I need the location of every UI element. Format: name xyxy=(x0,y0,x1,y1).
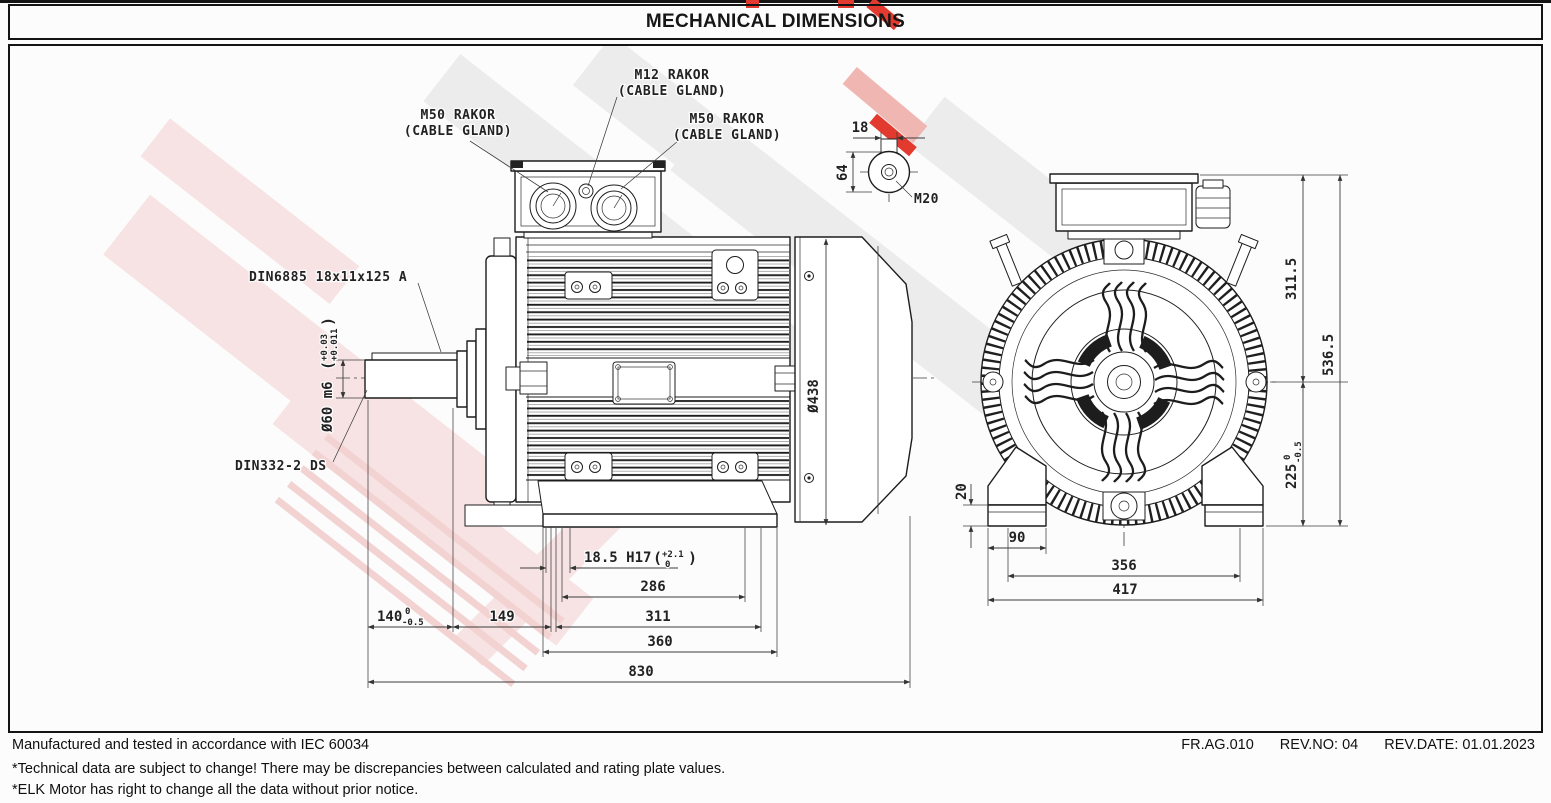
page-title: MECHANICAL DIMENSIONS xyxy=(645,11,906,32)
svg-text:0: 0 xyxy=(665,560,670,570)
svg-text:536.5: 536.5 xyxy=(1321,334,1337,376)
motor-front-view xyxy=(972,173,1276,548)
dim-pad-height: 20 xyxy=(953,482,972,501)
dimensions-front-view: 311.5 536.5 225 0 -0.5 20 90 356 417 xyxy=(953,174,1348,606)
fan-hub xyxy=(1070,328,1178,436)
svg-text:Ø60 m6: Ø60 m6 xyxy=(320,381,336,433)
terminal-box-front xyxy=(1049,173,1231,265)
title-bar: MECHANICAL DIMENSIONS xyxy=(8,4,1543,40)
dim-foot-slot: 18.5 H17 ( +2.1 0 ) xyxy=(583,548,699,572)
drawing-frame xyxy=(8,44,1543,733)
lifting-eye-left xyxy=(989,234,1023,287)
dim-frame-diameter: Ø438 xyxy=(805,378,824,415)
terminal-box xyxy=(510,160,666,239)
svg-text:0: 0 xyxy=(1283,455,1293,460)
svg-text:): ) xyxy=(688,549,697,567)
svg-text:(: ( xyxy=(653,549,662,567)
dim-center-to-top: 311.5 xyxy=(1283,257,1302,302)
svg-text:64: 64 xyxy=(835,164,851,181)
dim-key-width: 18 xyxy=(852,120,869,136)
dim-key-height: 64 xyxy=(834,163,853,182)
svg-text:-0.5: -0.5 xyxy=(1294,441,1304,463)
callout-thread-m20: M20 xyxy=(914,192,939,207)
svg-text:): ) xyxy=(319,317,337,326)
dimensions-side-view: M50 RAKOR (CABLE GLAND) M12 RAKOR (CABLE… xyxy=(234,67,911,688)
cable-gland-m50-left xyxy=(529,182,577,230)
dim-total-height: 536.5 xyxy=(1320,333,1339,378)
svg-text:+2.1: +2.1 xyxy=(662,550,684,560)
svg-text:(CABLE GLAND): (CABLE GLAND) xyxy=(404,124,512,139)
dim-pad-width: 90 xyxy=(1009,530,1026,546)
nameplate xyxy=(612,361,676,405)
callout-gland-left: M50 RAKOR xyxy=(421,108,496,123)
disclaimer-2: *ELK Motor has right to change all the d… xyxy=(12,782,419,798)
drain-boss xyxy=(1102,491,1146,521)
dim-149: 149 xyxy=(489,609,514,625)
dim-360: 360 xyxy=(647,634,672,650)
dim-total-length: 830 xyxy=(628,664,653,680)
dim-foot-holes: 286 xyxy=(640,579,665,595)
revision-number: REV.NO: 04 xyxy=(1279,737,1359,753)
dimensions-shaft-end: 18 64 M20 xyxy=(834,119,940,209)
svg-text:140: 140 xyxy=(377,609,402,625)
cable-gland-front xyxy=(1195,179,1231,229)
svg-text:Ø438: Ø438 xyxy=(806,379,822,414)
front-feet xyxy=(987,446,1264,527)
shaft xyxy=(364,328,487,430)
svg-text:20: 20 xyxy=(954,483,970,500)
dim-shaft-height: 225 0 -0.5 xyxy=(1282,440,1306,490)
svg-text:(: ( xyxy=(319,361,337,370)
lifting-eye-right xyxy=(1225,234,1259,287)
callout-center-hole: DIN332-2 DS xyxy=(235,459,327,474)
callout-gland-right: M50 RAKOR xyxy=(690,112,765,127)
end-shield xyxy=(464,237,552,527)
motor-side-view xyxy=(336,160,935,528)
cable-gland-m50-right xyxy=(590,184,638,232)
disclaimer-1: *Technical data are subject to change! T… xyxy=(12,761,726,777)
dim-front-width: 417 xyxy=(1112,582,1137,598)
svg-text:(CABLE GLAND): (CABLE GLAND) xyxy=(618,84,726,99)
dim-shaft-length: 140 0 -0.5 xyxy=(376,606,425,630)
dim-foot-length: 311 xyxy=(645,609,670,625)
document-number: FR.AG.010 xyxy=(1181,737,1254,753)
manufacture-note: Manufactured and tested in accordance wi… xyxy=(12,737,370,753)
sheet-top-rule xyxy=(0,0,1551,3)
callout-key-spec: DIN6885 18x11x125 A xyxy=(249,270,407,285)
svg-text:18.5 H17: 18.5 H17 xyxy=(584,550,651,566)
svg-text:0: 0 xyxy=(405,607,410,617)
svg-text:311.5: 311.5 xyxy=(1284,258,1300,300)
svg-text:-0.5: -0.5 xyxy=(402,618,424,628)
dim-shaft-diameter: Ø60 m6 ( +0.03 +0.011 ) xyxy=(318,316,342,435)
callout-gland-top: M12 RAKOR xyxy=(635,68,710,83)
svg-text:+0.011: +0.011 xyxy=(330,328,340,361)
revision-date: REV.DATE: 01.01.2023 xyxy=(1384,737,1535,753)
cable-gland-m12 xyxy=(578,183,594,199)
svg-text:225: 225 xyxy=(1284,464,1300,489)
fan-opening xyxy=(1031,289,1217,475)
svg-text:+0.03: +0.03 xyxy=(320,334,330,361)
motor-frame xyxy=(505,236,802,528)
mounting-tabs xyxy=(564,249,759,481)
revision-block: FR.AG.010 REV.NO: 04 REV.DATE: 01.01.202… xyxy=(1181,737,1535,753)
dim-front-holes: 356 xyxy=(1111,558,1136,574)
foot-pad xyxy=(542,513,778,528)
svg-text:(CABLE GLAND): (CABLE GLAND) xyxy=(673,128,781,143)
